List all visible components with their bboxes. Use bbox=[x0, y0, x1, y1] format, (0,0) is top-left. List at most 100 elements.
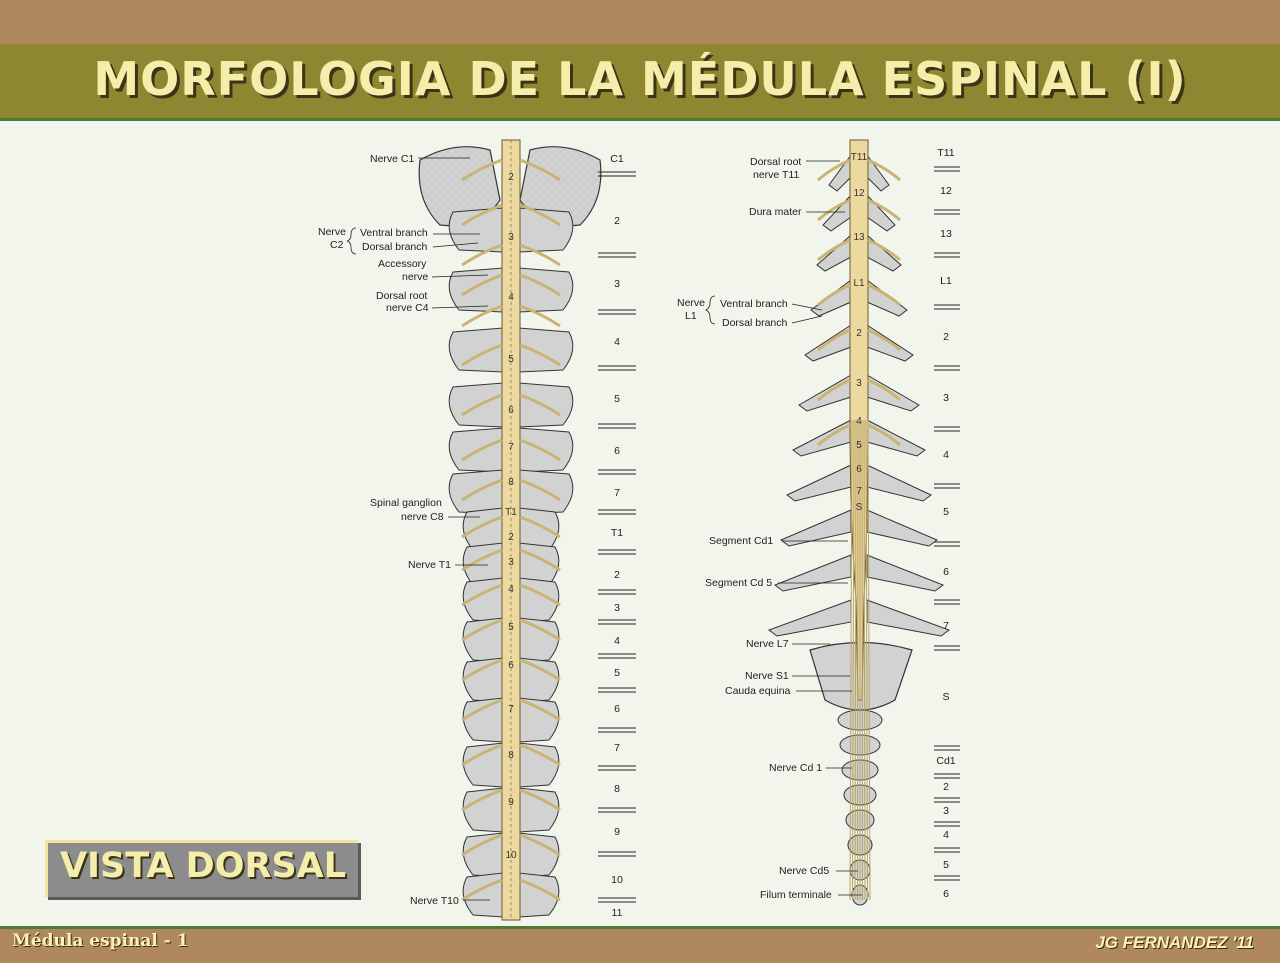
cauda-fiber bbox=[863, 419, 866, 901]
segment-label: 13 bbox=[940, 228, 952, 240]
vertebra-left-half bbox=[448, 327, 504, 373]
nerve-root-right bbox=[519, 583, 561, 607]
right-annotation-text: Dorsal root nerve T11 Dura mater Nerve L… bbox=[677, 156, 832, 901]
cauda-fiber bbox=[857, 419, 859, 901]
cord-number: 5 bbox=[508, 354, 514, 365]
vertebra-right-half bbox=[518, 617, 560, 663]
cord-number: 3 bbox=[856, 378, 862, 389]
nerve-root-left bbox=[461, 833, 503, 857]
label-nerve-t10: Nerve T10 bbox=[410, 895, 459, 907]
vertebra-right-process bbox=[866, 419, 926, 457]
label-c2: C2 bbox=[330, 239, 344, 251]
nerve-root-right bbox=[867, 158, 901, 182]
vertebra-right-process bbox=[866, 464, 932, 502]
top-decorative-band bbox=[0, 0, 1280, 44]
label-accessory: Accessory bbox=[378, 258, 427, 270]
segment-label: C1 bbox=[610, 153, 624, 165]
left-cord-numbers: 2 3 4 5 6 7 8 T1 2 3 4 5 6 7 8 9 10 bbox=[505, 172, 517, 861]
nerve-root-left bbox=[817, 378, 851, 402]
segment-label: 7 bbox=[943, 620, 949, 632]
segment-label: 4 bbox=[943, 829, 949, 841]
label-spinal-ganglion: Spinal ganglion bbox=[370, 497, 442, 509]
segment-label: S bbox=[942, 691, 949, 703]
segment-label: T1 bbox=[611, 527, 623, 539]
segment-label: 5 bbox=[943, 859, 949, 871]
cord-number: 8 bbox=[508, 750, 514, 761]
segment-label: L1 bbox=[940, 275, 952, 287]
cord-number: 6 bbox=[508, 405, 514, 416]
vertebra-left-half bbox=[448, 267, 504, 313]
nerve-root-right bbox=[519, 743, 561, 767]
nerve-root-right bbox=[519, 304, 561, 328]
left-segment-scale: C1 2 3 4 5 6 7 T1 2 3 4 5 6 7 8 9 10 11 bbox=[598, 153, 636, 919]
segment-label: 7 bbox=[614, 487, 620, 499]
segment-label: 7 bbox=[614, 742, 620, 754]
label-ventral-branch: Ventral branch bbox=[360, 227, 428, 239]
nerve-root-left bbox=[461, 393, 503, 417]
segment-label: 3 bbox=[943, 392, 949, 404]
vertebra-left-half bbox=[462, 617, 504, 663]
label-cauda-equina: Cauda equina bbox=[725, 685, 791, 697]
vertebra-left-half bbox=[462, 697, 504, 743]
vertebra-right-process bbox=[866, 599, 951, 637]
vertebra-right-half bbox=[518, 742, 560, 788]
nerve-root-left bbox=[461, 548, 503, 572]
nerve-root-right bbox=[867, 198, 901, 222]
nerve-root-right bbox=[519, 243, 561, 267]
nerve-root-left bbox=[461, 438, 503, 462]
nerve-root-right bbox=[519, 515, 561, 539]
cord-number: 5 bbox=[508, 622, 514, 633]
label-nerve-c4: nerve C4 bbox=[386, 302, 429, 314]
nerve-root-right bbox=[519, 788, 561, 812]
nerve-root-right bbox=[519, 203, 561, 227]
segment-label: 10 bbox=[611, 874, 623, 886]
title-band bbox=[0, 44, 1280, 121]
cord-number: 6 bbox=[508, 660, 514, 671]
label-nerve-c1: Nerve C1 bbox=[370, 153, 415, 165]
segment-label: 6 bbox=[614, 445, 620, 457]
vertebra-right-half bbox=[518, 787, 560, 833]
nerve-root-right bbox=[519, 273, 561, 297]
vertebra-right-process bbox=[866, 554, 945, 592]
view-label-box bbox=[45, 840, 358, 897]
nerve-root-right bbox=[519, 618, 561, 642]
vertebra-right-process bbox=[866, 279, 908, 317]
nerve-root-right bbox=[519, 158, 561, 182]
vertebra-left-process bbox=[792, 419, 852, 457]
nerve-root-left bbox=[461, 243, 503, 267]
label-nerve: Nerve bbox=[677, 297, 705, 309]
nerve-root-right bbox=[867, 328, 901, 352]
right-cord-numbers: T11 12 13 L1 2 3 4 5 6 7 S bbox=[851, 152, 868, 513]
nerve-root-left bbox=[461, 658, 503, 682]
nerve-root-right bbox=[867, 283, 901, 307]
nerve-root-left bbox=[817, 238, 851, 262]
nerve-root-right bbox=[867, 423, 901, 447]
nerve-root-right bbox=[519, 698, 561, 722]
label-nerve-c8: nerve C8 bbox=[401, 511, 444, 523]
segment-label: 2 bbox=[943, 331, 949, 343]
nerve-root-left bbox=[817, 198, 851, 222]
segment-label: Cd1 bbox=[936, 755, 955, 767]
label-l1: L1 bbox=[685, 310, 697, 322]
cord-number: 7 bbox=[508, 442, 514, 453]
cord-number: 7 bbox=[856, 486, 862, 497]
segment-label: 3 bbox=[614, 602, 620, 614]
cord-number: 4 bbox=[508, 584, 514, 595]
segment-label: 3 bbox=[943, 805, 949, 817]
segment-label: 4 bbox=[943, 449, 949, 461]
segment-label: 9 bbox=[614, 826, 620, 838]
view-label: VISTA DORSAL bbox=[59, 846, 347, 886]
left-annotations bbox=[346, 157, 490, 901]
nerve-root-right bbox=[519, 878, 561, 902]
vertebra-right-half bbox=[518, 267, 574, 313]
nerve-root-left bbox=[461, 515, 503, 539]
cord-number: 8 bbox=[508, 477, 514, 488]
vertebra-left-half bbox=[448, 207, 504, 253]
label-ventral-branch: Ventral branch bbox=[720, 298, 788, 310]
vertebra-left-half bbox=[462, 787, 504, 833]
cord-number: T1 bbox=[505, 507, 517, 518]
label-filum-terminale: Filum terminale bbox=[760, 889, 832, 901]
label-dorsal-branch: Dorsal branch bbox=[722, 317, 788, 329]
segment-label: 5 bbox=[943, 506, 949, 518]
